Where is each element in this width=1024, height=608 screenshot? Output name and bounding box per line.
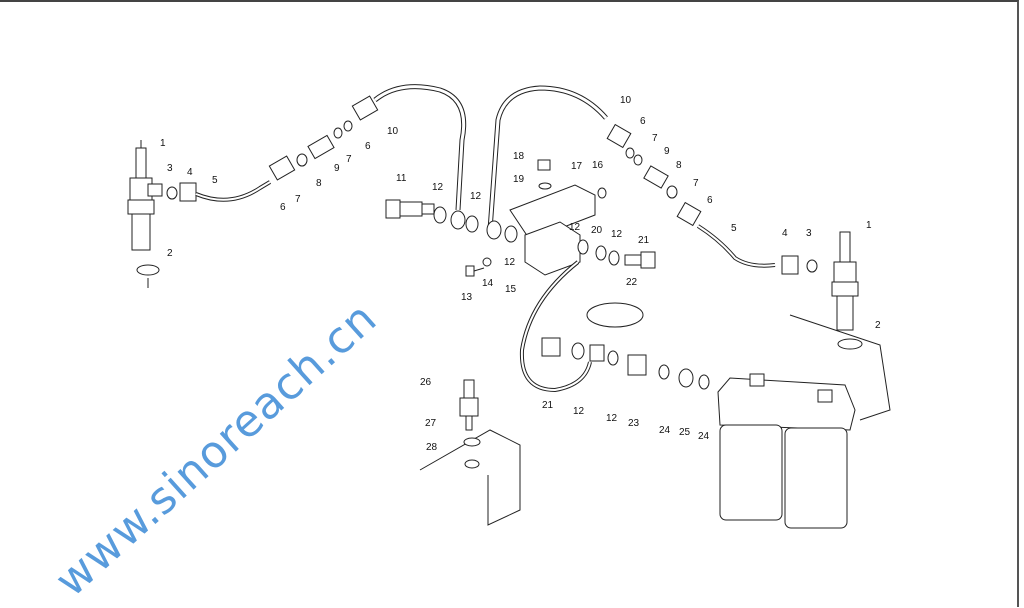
part-label: 12	[432, 182, 444, 193]
part-label: 2	[167, 248, 173, 259]
part-label: 16	[592, 160, 604, 171]
part-label: 3	[806, 228, 812, 239]
part-label: 7	[295, 194, 301, 205]
hose-clamp	[586, 302, 644, 328]
part-label: 8	[316, 178, 322, 189]
engine-block-right	[789, 314, 891, 421]
part-label: 6	[640, 116, 646, 127]
part-label: 7	[346, 154, 352, 165]
part-label: 11	[396, 173, 407, 184]
part-label: 12	[606, 413, 618, 424]
part-label: 3	[167, 163, 173, 174]
part-label: 18	[513, 151, 525, 162]
part-label: 5	[731, 223, 737, 234]
part-label: 17	[571, 161, 583, 172]
right-fittings	[606, 123, 702, 227]
part-label: 9	[334, 163, 340, 174]
part-label: 13	[461, 292, 473, 303]
part-label: 24	[659, 425, 671, 436]
part-label: 28	[426, 442, 438, 453]
part-label: 6	[280, 202, 286, 213]
part-label: 12	[470, 191, 482, 202]
left-fittings	[268, 95, 379, 181]
part-label: 21	[638, 235, 650, 246]
part-label: 1	[866, 220, 872, 231]
right-pipe	[696, 224, 776, 268]
part-label: 26	[420, 377, 432, 388]
part-label: 27	[425, 418, 437, 429]
filter-head-block	[465, 159, 656, 277]
part-label: 12	[611, 229, 623, 240]
part-label: 10	[387, 126, 399, 137]
lower-fittings	[541, 337, 710, 390]
banjo-bolt	[385, 199, 518, 243]
part-label: 7	[693, 178, 699, 189]
part-label: 2	[875, 320, 881, 331]
left-injector	[127, 140, 197, 288]
part-label: 14	[482, 278, 494, 289]
fuel-filter-assembly	[717, 373, 856, 529]
part-labels: 1 3 4 2 5 6 7 8 9 7 6 10 11 12 12 18 19 …	[160, 95, 881, 453]
part-label: 25	[679, 427, 691, 438]
part-label: 10	[620, 95, 632, 106]
left-pipe	[195, 180, 272, 202]
engine-block-left	[419, 429, 521, 526]
part-label: 24	[698, 431, 710, 442]
part-label: 20	[591, 225, 603, 236]
sensor-26	[459, 379, 481, 469]
part-label: 6	[707, 195, 713, 206]
part-label: 12	[569, 222, 581, 233]
part-label: 21	[542, 400, 554, 411]
lower-hose	[519, 260, 592, 393]
part-label: 9	[664, 146, 670, 157]
part-label: 6	[365, 141, 371, 152]
part-label: 8	[676, 160, 682, 171]
part-label: 23	[628, 418, 640, 429]
part-label: 12	[504, 257, 516, 268]
part-label: 1	[160, 138, 166, 149]
part-label: 15	[505, 284, 517, 295]
part-label: 22	[626, 277, 638, 288]
part-label: 5	[212, 175, 218, 186]
part-label: 7	[652, 133, 658, 144]
part-label: 4	[187, 167, 193, 178]
part-label: 12	[573, 406, 585, 417]
part-label: 4	[782, 228, 788, 239]
right-injector	[781, 231, 863, 350]
loop-pipes	[373, 84, 608, 231]
part-label: 19	[513, 174, 525, 185]
